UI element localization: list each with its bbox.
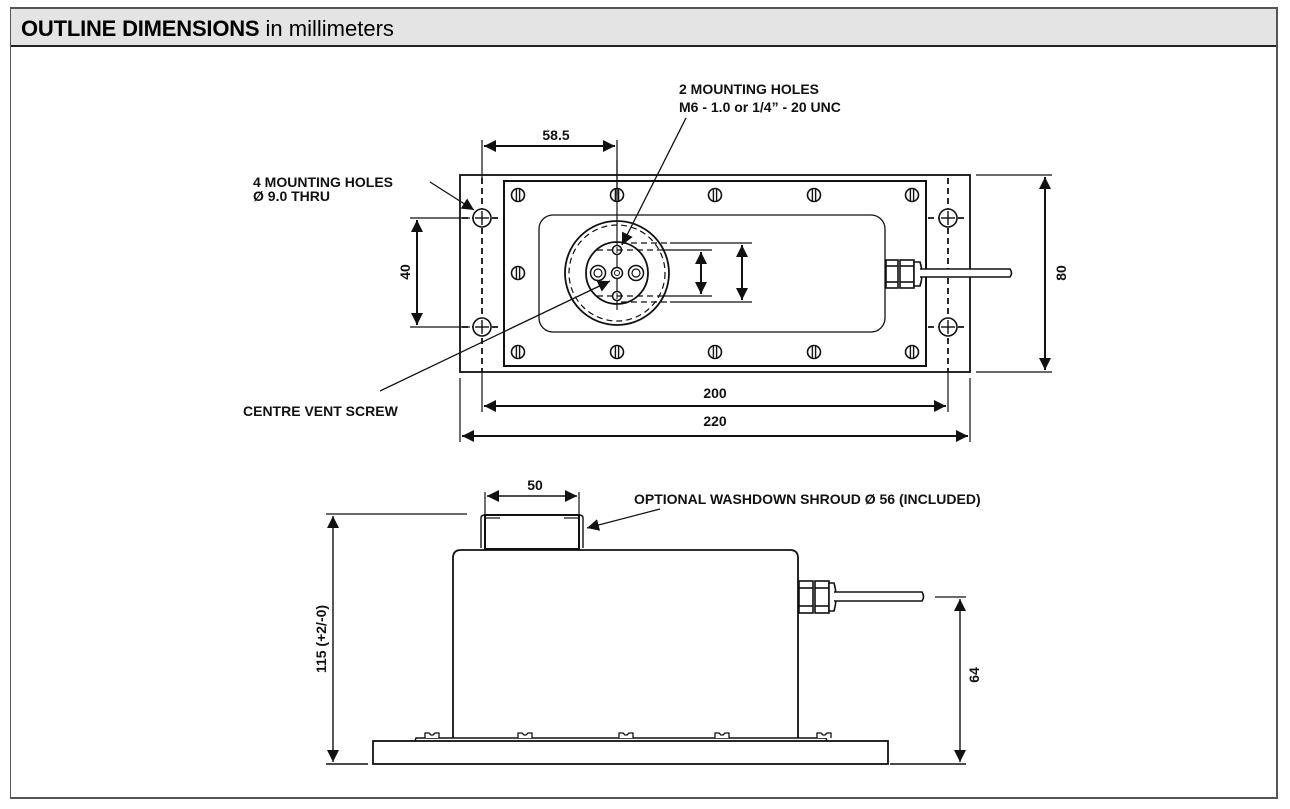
label-hole-diameter: Ø 9.0 THRU	[253, 188, 330, 204]
leader-2-mounting-holes	[621, 117, 687, 246]
dim-label-115: 115 (+2/-0)	[313, 605, 329, 673]
label-thread-spec: M6 - 1.0 or 1/4” - 20 UNC	[679, 99, 841, 115]
cover-screw	[904, 187, 920, 203]
panel-title-units: in millimeters	[265, 16, 394, 41]
cover-screw	[609, 344, 625, 360]
side-cable-gland	[798, 580, 925, 614]
side-view	[326, 490, 966, 765]
cover-screw	[510, 187, 526, 203]
label-4-mounting-holes: 4 MOUNTING HOLES	[253, 174, 393, 190]
cover-screw	[707, 344, 723, 360]
cover-screw	[806, 187, 822, 203]
top-view-labels: 4 MOUNTING HOLES Ø 9.0 THRU 2 MOUNTING H…	[243, 81, 1069, 429]
dim-label-50: 50	[527, 477, 543, 493]
leader-4-mounting-holes	[429, 181, 475, 211]
dim-label-200: 200	[703, 385, 727, 401]
side-base-plate	[372, 740, 889, 765]
washdown-shroud	[480, 514, 584, 550]
outline-dimensions-panel: OUTLINE DIMENSIONS in millimeters	[10, 7, 1278, 799]
panel-header: OUTLINE DIMENSIONS in millimeters	[11, 9, 1276, 47]
dim-label-80: 80	[1053, 265, 1069, 281]
leader-washdown-shroud	[586, 508, 661, 531]
side-view-labels: 50 OPTIONAL WASHDOWN SHROUD Ø 56 (INCLUD…	[313, 477, 982, 683]
panel-title-bold: OUTLINE DIMENSIONS	[21, 16, 260, 41]
label-washdown-shroud: OPTIONAL WASHDOWN SHROUD Ø 56 (INCLUDED)	[634, 491, 981, 507]
dim-label-40: 40	[397, 264, 413, 280]
cover-screw	[707, 187, 723, 203]
cover-screw	[510, 344, 526, 360]
cable-gland	[885, 259, 923, 289]
cover-screw	[510, 265, 526, 281]
cover-screw	[904, 344, 920, 360]
cable	[920, 268, 1013, 278]
cover-screw	[806, 344, 822, 360]
label-centre-vent-screw: CENTRE VENT SCREW	[243, 403, 399, 419]
dim-label-64: 64	[966, 667, 982, 683]
dim-label-58-5: 58.5	[542, 127, 569, 143]
dim-label-220: 220	[703, 413, 727, 429]
load-button	[564, 160, 670, 326]
side-housing	[452, 549, 799, 738]
top-cover-panel	[538, 214, 886, 333]
label-2-mounting-holes: 2 MOUNTING HOLES	[679, 81, 819, 97]
housing-outline	[503, 180, 927, 367]
panel-title: OUTLINE DIMENSIONS in millimeters	[21, 16, 394, 42]
top-view	[379, 117, 1052, 442]
leader-centre-vent-screw	[379, 280, 611, 392]
